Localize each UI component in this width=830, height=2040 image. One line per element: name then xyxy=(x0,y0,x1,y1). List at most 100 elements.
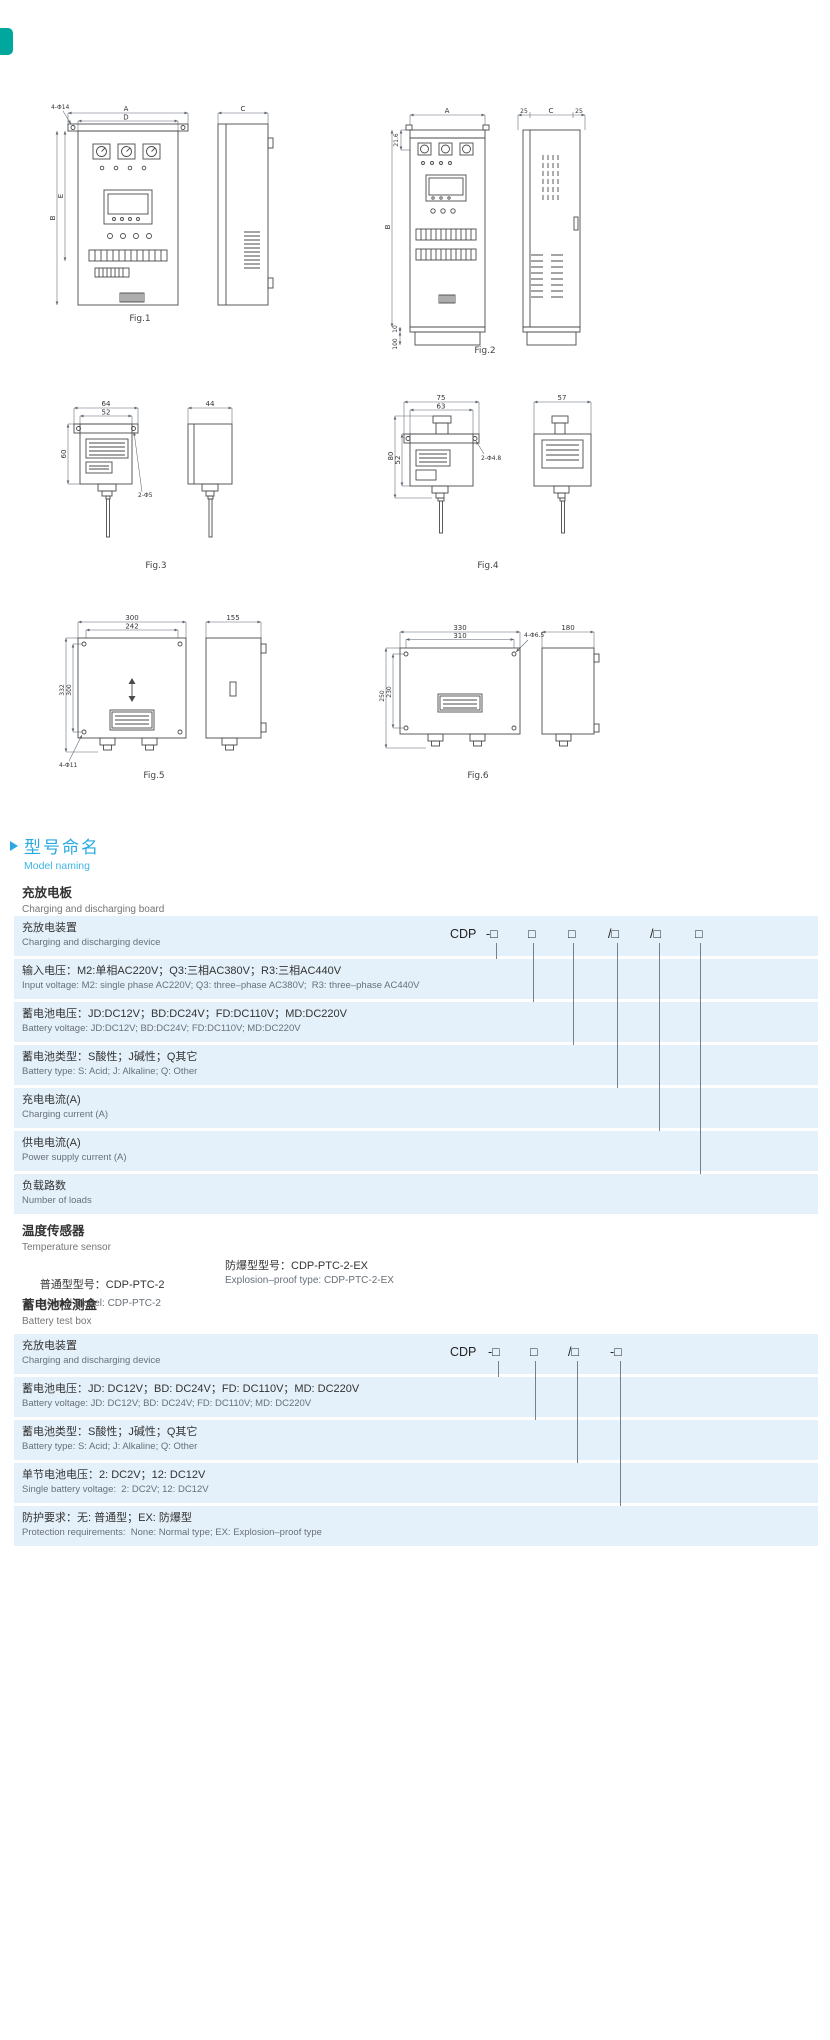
testbox-title: 蓄电池检测盒 Battery test box xyxy=(22,1294,97,1327)
sensor-models-en: Normal model: CDP-PTC-2 Explosion–proof … xyxy=(22,1275,394,1347)
fig1-dim-d: D xyxy=(123,114,128,122)
fig5-arrow-down xyxy=(128,696,136,702)
fig4-drawing: 75 63 2-Φ4.8 80 52 57 xyxy=(387,394,592,571)
fig6-box-front xyxy=(399,647,521,747)
section-arrow-icon xyxy=(10,840,18,851)
fig3-label: Fig.3 xyxy=(145,561,166,571)
fig3-hole-note: 2-Φ5 xyxy=(138,492,153,499)
fig1-hole-note: 4-Φ14 xyxy=(51,104,70,111)
testbox-row-device: 充放电装置 Charging and discharging device CD… xyxy=(14,1334,818,1374)
board-row-battery-voltage: 蓄电池电压：JD:DC12V；BD:DC24V；FD:DC110V；MD:DC2… xyxy=(14,1002,818,1042)
fig1-side-ext xyxy=(217,113,269,124)
fig5-dim-300l: 300 xyxy=(66,684,73,696)
fig3-dim-44: 44 xyxy=(206,400,215,408)
board-row-supply-current-en: Power supply current (A) xyxy=(22,1152,127,1163)
fig4-dim-75: 75 xyxy=(437,394,446,402)
board-row-charging-current-en: Charging current (A) xyxy=(22,1109,109,1120)
testbox-code-box-2: □ xyxy=(530,1345,538,1359)
sensor-explosion-model-cn: 防爆型型号：CDP-PTC-2-EX xyxy=(225,1260,369,1272)
fig4-dim-52: 52 xyxy=(394,456,402,465)
board-row-loads-cn: 负载路数 xyxy=(22,1180,66,1192)
testbox-naming-table: 充放电装置 Charging and discharging device CD… xyxy=(14,1334,818,1546)
sensor-title-cn: 温度传感器 xyxy=(22,1224,85,1238)
fig5-drawing: 300 242 4-Φ11 332 300 155 xyxy=(59,614,267,781)
board-row-supply-current-cn: 供电电流(A) xyxy=(22,1137,81,1149)
section-title-en: Model naming xyxy=(24,860,90,872)
fig1-cabinet-side xyxy=(217,123,274,306)
fig5-hole-note: 4-Φ11 xyxy=(59,762,78,769)
fig4-dim-80: 80 xyxy=(387,452,395,461)
testbox-row-protection-en: Protection requirements: None: Normal ty… xyxy=(22,1527,322,1538)
board-row-battery-voltage-cn: 蓄电池电压：JD:DC12V；BD:DC24V；FD:DC110V；MD:DC2… xyxy=(22,1008,347,1020)
board-title: 充放电板 Charging and discharging board xyxy=(22,882,164,915)
fig5-ext xyxy=(66,622,187,753)
testbox-row-device-cn: 充放电装置 xyxy=(22,1340,77,1352)
fig3-dim-64: 64 xyxy=(102,400,111,408)
fig3-drawing: 64 52 2-Φ5 60 44 xyxy=(60,400,233,571)
fig4-hole-note: 2-Φ4.8 xyxy=(481,455,501,462)
board-connector-line-2 xyxy=(533,943,534,1002)
testbox-connector-line-1 xyxy=(498,1361,499,1377)
board-code-box-5: /□ xyxy=(650,927,662,941)
board-row-charging-current: 充电电流(A) Charging current (A) xyxy=(14,1088,818,1128)
fig3-sensor-side xyxy=(187,423,233,538)
testbox-code-box-1: -□ xyxy=(488,1345,500,1359)
board-connector-line-3 xyxy=(573,943,574,1045)
board-row-loads: 负载路数 Number of loads xyxy=(14,1174,818,1214)
board-row-battery-voltage-en: Battery voltage: JD:DC12V; BD:DC24V; FD:… xyxy=(22,1023,301,1034)
testbox-connector-line-2 xyxy=(535,1361,536,1420)
testbox-row-single-voltage: 单节电池电压：2: DC2V；12: DC12V Single battery … xyxy=(14,1463,818,1503)
fig4-side-ext xyxy=(533,402,592,434)
sensor-title-en: Temperature sensor xyxy=(22,1242,111,1253)
fig1-dim-b: B xyxy=(49,215,57,220)
testbox-row-single-voltage-en: Single battery voltage: 2: DC2V; 12: DC1… xyxy=(22,1484,209,1495)
fig6-dim-230: 230 xyxy=(386,686,393,698)
section-heading: 型号命名 Model naming xyxy=(10,833,100,872)
board-row-device: 充放电装置 Charging and discharging device CD… xyxy=(14,916,818,956)
fig2-dim-a: A xyxy=(445,107,450,115)
fig2-side-ext xyxy=(517,112,586,130)
fig5-dim-242: 242 xyxy=(125,623,138,631)
testbox-row-battery-type-en: Battery type: S: Acid; J: Alkaline; Q: O… xyxy=(22,1441,198,1452)
testbox-code-prefix: CDP xyxy=(450,1345,477,1359)
fig5-arrow-up xyxy=(128,678,136,684)
fig2-label: Fig.2 xyxy=(474,346,495,356)
sensor-models-cn: 普通型型号：CDP-PTC-2 防爆型型号：CDP-PTC-2-EX xyxy=(22,1257,368,1329)
board-row-battery-type-cn: 蓄电池类型：S酸性；J碱性；Q其它 xyxy=(22,1051,198,1063)
board-code-box-2: □ xyxy=(528,927,536,941)
testbox-row-single-voltage-cn: 单节电池电压：2: DC2V；12: DC12V xyxy=(22,1469,206,1481)
fig6-box-side xyxy=(541,647,600,747)
fig5-box-front xyxy=(77,637,187,751)
board-row-battery-type: 蓄电池类型：S酸性；J碱性；Q其它 Battery type: S: Acid;… xyxy=(14,1045,818,1085)
fig2-dim-base: 10 xyxy=(392,325,399,333)
board-title-en: Charging and discharging board xyxy=(22,904,165,915)
testbox-code-box-3: /□ xyxy=(568,1345,580,1359)
fig5-box-side xyxy=(205,637,267,751)
testbox-connector-line-3 xyxy=(577,1361,578,1463)
fig4-sensor-front xyxy=(403,415,480,534)
testbox-row-battery-type: 蓄电池类型：S酸性；J碱性；Q其它 Battery type: S: Acid;… xyxy=(14,1420,818,1460)
board-naming-table: 充放电装置 Charging and discharging device CD… xyxy=(14,916,818,1214)
testbox-code-box-4: -□ xyxy=(610,1345,622,1359)
fig6-hole-note: 4-Φ6.5 xyxy=(524,632,544,639)
fig2-cabinet-side xyxy=(522,129,581,346)
fig1-dim-c: C xyxy=(241,105,246,113)
fig1-label: Fig.1 xyxy=(129,314,150,324)
fig5-side-ext xyxy=(205,622,262,638)
fig4-label: Fig.4 xyxy=(477,561,499,571)
fig6-ext xyxy=(386,632,521,749)
sensor-title: 温度传感器 Temperature sensor xyxy=(22,1220,111,1253)
fig6-dim-310: 310 xyxy=(453,632,466,640)
fig2-dim-offset: 21.6 xyxy=(393,133,400,147)
fig2-dim-25l: 25 xyxy=(520,108,528,115)
testbox-connector-line-4 xyxy=(620,1361,621,1506)
fig6-drawing: 330 310 4-Φ6.5 250 230 180 xyxy=(379,624,600,781)
fig5-dim-300t: 300 xyxy=(125,614,138,622)
fig1-dim-e: E xyxy=(57,194,65,198)
fig4-dim-57: 57 xyxy=(558,394,567,402)
fig1-dim-a: A xyxy=(124,105,129,113)
fig2-dim-25r: 25 xyxy=(575,108,583,115)
testbox-row-battery-voltage: 蓄电池电压：JD: DC12V；BD: DC24V；FD: DC110V；MD:… xyxy=(14,1377,818,1417)
fig6-dim-250: 250 xyxy=(379,690,386,702)
